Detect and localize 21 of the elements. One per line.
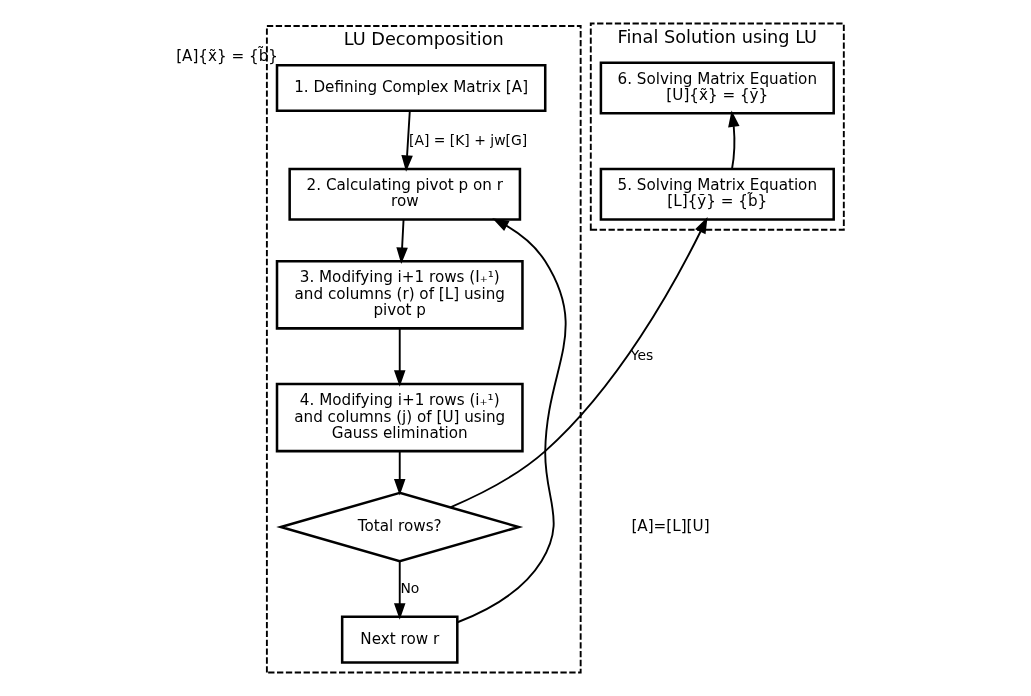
node-box: 3. Modifying i+1 rows (I₊¹) and columns (r) of [L] using pivot p [275, 260, 524, 330]
node-label: [A]{x̃} = {b̃} [176, 46, 278, 65]
edge-label: Yes [630, 346, 654, 363]
arrow [401, 110, 413, 172]
node-box: Next row r [340, 615, 459, 664]
arrow [728, 110, 740, 170]
arrow [393, 328, 406, 387]
node-box: 2. Calculating pivot p on r row [288, 167, 522, 221]
label: [A]=[L][U] [631, 516, 710, 535]
node-diamond: Total rows? [276, 491, 524, 563]
arrow [393, 560, 406, 620]
node-box: 1. Defining Complex Matrix [A] [275, 63, 547, 113]
node-box: 6. Solving Matrix Equation [U]{x̃} = {ỹ} [599, 61, 835, 115]
node-box: 5. Solving Matrix Equation [L]{ỹ} = {b̃} [599, 167, 835, 221]
arrow [456, 218, 567, 624]
arrow [393, 450, 406, 496]
node-box: 4. Modifying i+1 rows (i₊¹) and columns (j) of [U] using Gauss elimination [275, 382, 524, 453]
arrow [396, 218, 408, 264]
arrow [449, 217, 708, 509]
edge-label: No [400, 579, 420, 596]
edge-label: [A] = [K] + jw[G] [408, 131, 528, 148]
